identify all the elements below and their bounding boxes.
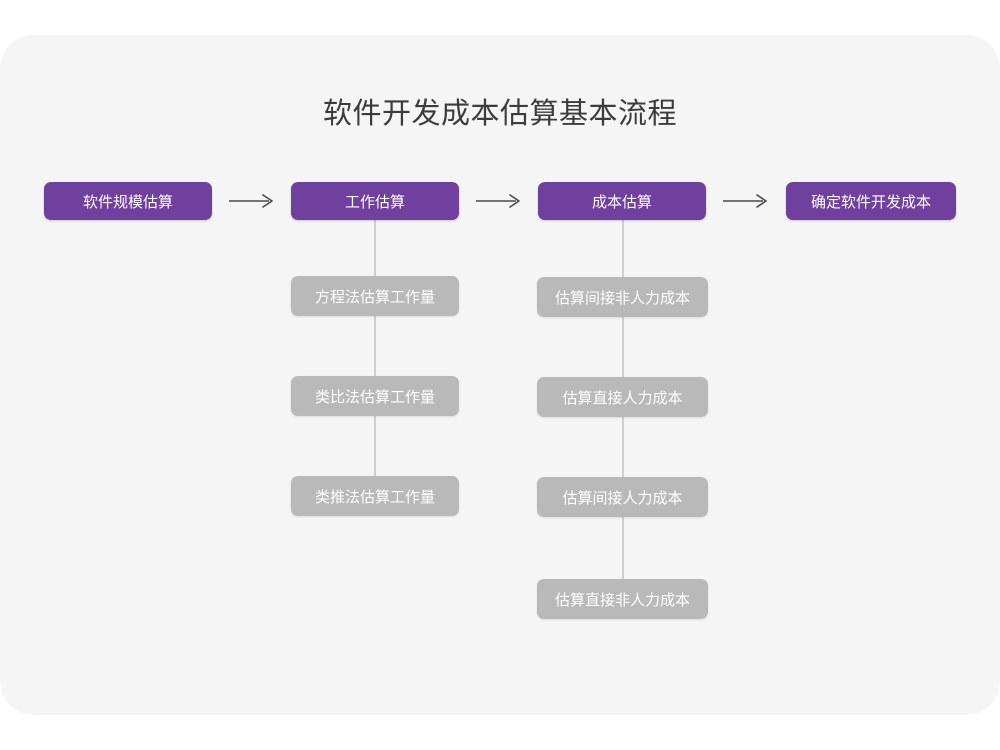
flow-node-step-2[interactable]: 工作估算	[291, 182, 459, 220]
flow-subnode-step-3-sub-1[interactable]: 估算间接非人力成本	[537, 277, 708, 317]
flow-arrow-1	[226, 189, 278, 213]
flow-node-step-3[interactable]: 成本估算	[538, 182, 706, 220]
flow-arrow-2	[473, 189, 525, 213]
flow-subnode-step-3-sub-4[interactable]: 估算直接非人力成本	[537, 579, 708, 619]
flow-subnode-step-3-sub-3[interactable]: 估算间接人力成本	[537, 477, 708, 517]
flow-arrow-3	[720, 189, 772, 213]
page-title: 软件开发成本估算基本流程	[322, 98, 677, 130]
flow-subnode-step-2-sub-3[interactable]: 类推法估算工作量	[291, 476, 459, 516]
flow-subnode-step-2-sub-2[interactable]: 类比法估算工作量	[291, 376, 459, 416]
flow-node-step-1[interactable]: 软件规模估算	[44, 182, 212, 220]
diagram-card	[0, 35, 1000, 715]
flow-subnode-step-3-sub-2[interactable]: 估算直接人力成本	[537, 377, 708, 417]
flow-node-step-4[interactable]: 确定软件开发成本	[786, 182, 956, 220]
connector-line-step-2	[374, 213, 376, 498]
flow-subnode-step-2-sub-1[interactable]: 方程法估算工作量	[291, 276, 459, 316]
